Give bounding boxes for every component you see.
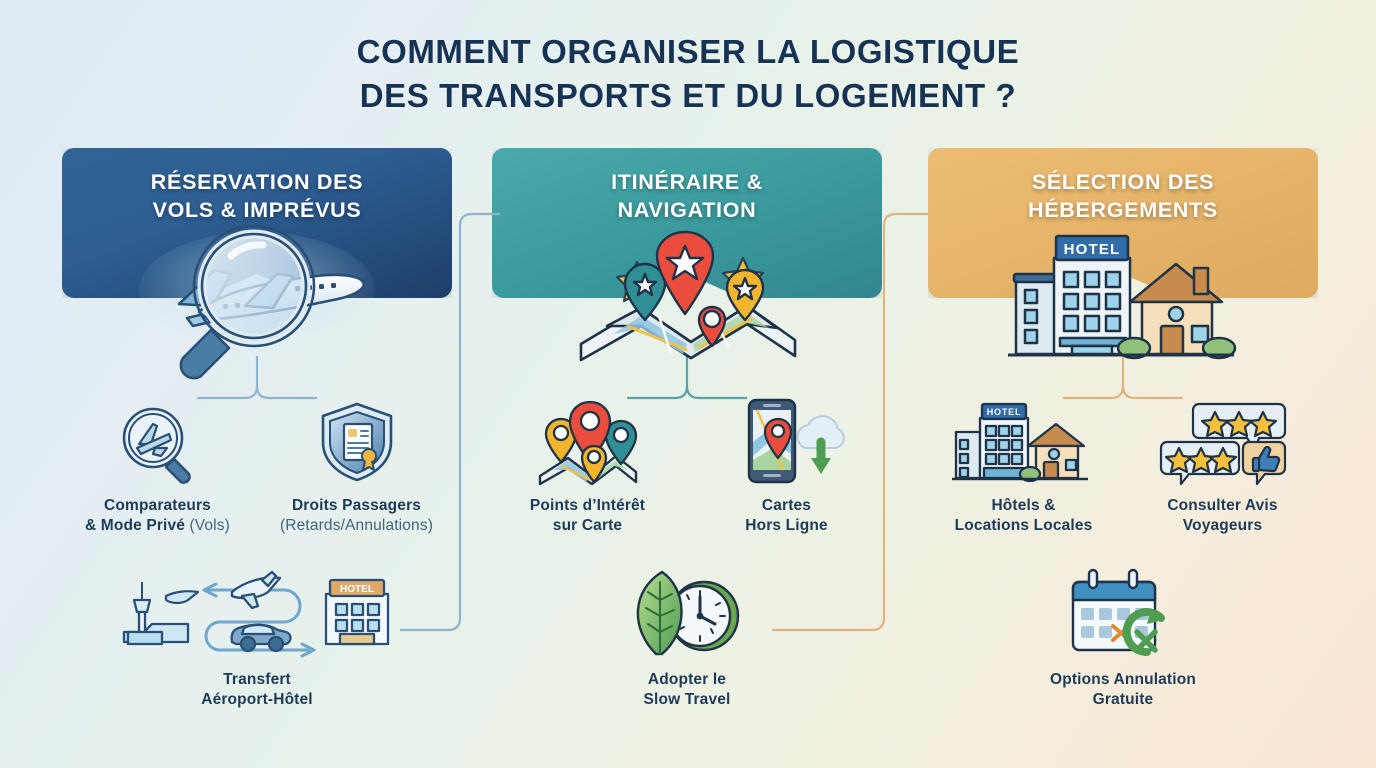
connector-col1-to-col2 xyxy=(400,212,500,632)
caption-note: (Retards/Annulations) xyxy=(279,517,434,535)
caption-line-2: Voyageurs xyxy=(1182,517,1263,535)
column-3-branch-connector xyxy=(1063,356,1183,400)
item-caption: Comparateurs & Mode Privé (Vols) xyxy=(70,496,245,537)
column-1-header-banner: RÉSERVATION DES VOLS & IMPRÉVUS xyxy=(62,148,452,298)
hotel-sign-text: HOTEL xyxy=(986,407,1021,417)
caption-line-1: Hôtels & xyxy=(991,497,1056,514)
item-caption: Droits Passagers (Retards/Annulations) xyxy=(269,496,444,537)
column-2-header-line-1: ITINÉRAIRE & xyxy=(611,170,763,194)
caption-line-2: Aéroport-Hôtel xyxy=(201,691,313,709)
caption-line-1: Droits Passagers xyxy=(291,497,422,514)
title-line-1: COMMENT ORGANISER LA LOGISTIQUE xyxy=(356,33,1020,70)
map-with-location-pins-icon xyxy=(500,398,675,486)
page-title: COMMENT ORGANISER LA LOGISTIQUE DES TRAN… xyxy=(0,30,1376,117)
airport-to-hotel-transfer-icon: HOTEL xyxy=(62,566,452,658)
item-cartes-hors-ligne[interactable]: Cartes Hors Ligne xyxy=(699,398,874,537)
item-caption: Transfert Aéroport-Hôtel xyxy=(62,670,452,711)
hotel-and-house-small-icon: HOTEL xyxy=(936,398,1111,484)
caption-line-2: Locations Locales xyxy=(954,517,1093,535)
column-1-header-title: RÉSERVATION DES VOLS & IMPRÉVUS xyxy=(62,148,452,225)
caption-line-1: Transfert xyxy=(223,671,291,688)
column-1-item-row: Comparateurs & Mode Privé (Vols) xyxy=(62,356,452,537)
item-caption: Adopter le Slow Travel xyxy=(492,670,882,711)
column-1-header-line-2: VOLS & IMPRÉVUS xyxy=(152,198,362,223)
item-points-interet-carte[interactable]: Points d’Intérêt sur Carte xyxy=(500,398,675,537)
item-caption: Points d’Intérêt sur Carte xyxy=(500,496,675,537)
column-2-header-line-2: NAVIGATION xyxy=(617,198,757,223)
connector-col2-to-col3 xyxy=(772,212,930,632)
item-droits-passagers[interactable]: Droits Passagers (Retards/Annulations) xyxy=(269,398,444,537)
item-consulter-avis-voyageurs[interactable]: Consulter Avis Voyageurs xyxy=(1135,398,1310,537)
column-3-footer-row: Options Annulation Gratuite xyxy=(928,566,1318,711)
item-adopter-slow-travel[interactable]: Adopter le Slow Travel xyxy=(492,566,882,711)
caption-line-1: Points d’Intérêt xyxy=(529,497,646,514)
shield-certificate-icon xyxy=(269,398,444,484)
column-2-branch-connector xyxy=(627,356,747,400)
caption-line-1: Cartes xyxy=(761,497,812,514)
caption-line-2: Slow Travel xyxy=(643,691,731,709)
title-line-2: DES TRANSPORTS ET DU LOGEMENT ? xyxy=(359,76,1017,114)
caption-note: (Vols) xyxy=(189,517,230,535)
review-star-bubbles-icon xyxy=(1135,398,1310,486)
item-options-annulation-gratuite[interactable]: Options Annulation Gratuite xyxy=(928,566,1318,711)
caption-line-1: Adopter le xyxy=(647,671,727,688)
phone-offline-map-download-icon xyxy=(699,398,874,484)
leaf-clock-slow-travel-icon xyxy=(492,566,882,658)
caption-line-1: Options Annulation xyxy=(1050,671,1196,688)
item-hotels-locations-locales[interactable]: HOTEL Hôtels & Locations Locales xyxy=(936,398,1111,537)
calendar-free-cancellation-icon xyxy=(928,566,1318,658)
column-1-branch-connector xyxy=(197,356,317,400)
column-3-header-title: SÉLECTION DES HÉBERGEMENTS xyxy=(928,148,1318,225)
item-transfert-aeroport-hotel[interactable]: HOTEL Transfert Aéroport-Hôtel xyxy=(62,566,452,711)
column-2-header-title: ITINÉRAIRE & NAVIGATION xyxy=(492,148,882,225)
column-2-footer-row: Adopter le Slow Travel xyxy=(492,566,882,711)
caption-line-2: sur Carte xyxy=(552,517,623,535)
refund-arrow-icon xyxy=(1122,608,1165,657)
column-3-item-row: HOTEL Hôtels & Locations Locales xyxy=(928,356,1318,537)
item-caption: Options Annulation Gratuite xyxy=(928,670,1318,711)
caption-line-1: Consulter Avis xyxy=(1167,497,1278,514)
hotel-sign-text: HOTEL xyxy=(340,584,374,595)
caption-line-2: Gratuite xyxy=(1092,691,1154,709)
column-2-item-row: Points d’Intérêt sur Carte xyxy=(492,356,882,537)
item-caption: Hôtels & Locations Locales xyxy=(936,496,1111,537)
column-1-header-line-1: RÉSERVATION DES xyxy=(150,170,364,194)
column-3-header-line-1: SÉLECTION DES xyxy=(1031,170,1215,194)
caption-line-2: Hors Ligne xyxy=(745,517,828,535)
item-caption: Consulter Avis Voyageurs xyxy=(1135,496,1310,537)
column-1-footer-row: HOTEL Transfert Aéroport-Hôtel xyxy=(62,566,452,711)
item-comparateurs-mode-prive[interactable]: Comparateurs & Mode Privé (Vols) xyxy=(70,398,245,537)
column-3-header-line-2: HÉBERGEMENTS xyxy=(1028,198,1218,223)
cloud-download-icon xyxy=(796,415,845,474)
magnifier-plane-search-icon xyxy=(70,398,245,484)
caption-line-1: Comparateurs xyxy=(104,497,211,514)
caption-line-2: & Mode Privé xyxy=(85,517,185,535)
item-caption: Cartes Hors Ligne xyxy=(699,496,874,537)
